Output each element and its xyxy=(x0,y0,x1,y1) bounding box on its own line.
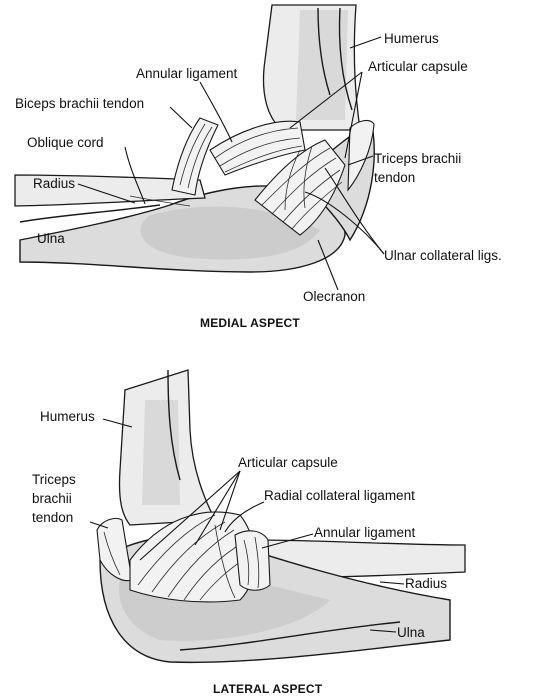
medial-label-biceps-tendon: Biceps brachii tendon xyxy=(15,96,144,111)
lateral-label-radial-collateral: Radial collateral ligament xyxy=(264,488,415,503)
medial-label-articular-capsule: Articular capsule xyxy=(368,59,468,74)
lateral-label-triceps-line2: brachii xyxy=(32,491,72,506)
lateral-label-annular-ligament: Annular ligament xyxy=(314,525,416,540)
medial-label-oblique-cord: Oblique cord xyxy=(27,135,104,150)
lateral-label-articular-capsule: Articular capsule xyxy=(238,455,338,470)
medial-biceps-tendon-shape xyxy=(172,118,218,195)
medial-label-triceps-line2: tendon xyxy=(374,170,415,185)
lateral-annular-ligament-shape xyxy=(235,531,270,590)
lateral-label-ulna: Ulna xyxy=(397,625,425,640)
lateral-label-triceps-line1: Triceps xyxy=(32,472,76,487)
lateral-label-radius: Radius xyxy=(405,576,447,591)
medial-label-triceps-line1: Triceps brachii xyxy=(374,151,461,166)
medial-label-ulnar-collateral: Ulnar collateral ligs. xyxy=(384,248,502,263)
lateral-aspect-caption: LATERAL ASPECT xyxy=(213,682,323,696)
lateral-label-triceps-line3: tendon xyxy=(32,510,73,525)
medial-label-radius: Radius xyxy=(33,176,75,191)
medial-label-olecranon: Olecranon xyxy=(303,289,365,304)
medial-label-annular-ligament: Annular ligament xyxy=(136,66,238,81)
medial-label-humerus: Humerus xyxy=(384,31,439,46)
lateral-aspect-drawing xyxy=(97,370,465,662)
medial-aspect-caption: MEDIAL ASPECT xyxy=(200,316,300,330)
medial-label-ulna: Ulna xyxy=(37,231,65,246)
lateral-label-humerus: Humerus xyxy=(40,409,95,424)
